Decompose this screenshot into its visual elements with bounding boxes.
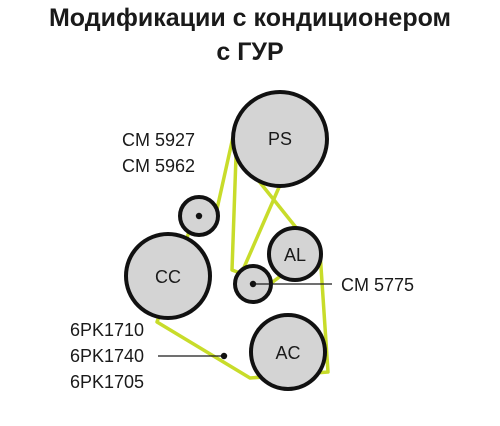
pulley-al: AL bbox=[267, 226, 323, 282]
belt-part-3: 6PK1705 bbox=[70, 372, 144, 392]
pulley-ac-label: AC bbox=[275, 343, 300, 363]
pulley-cc-label: CC bbox=[155, 267, 181, 287]
idler-upper-part-1: CM 5927 bbox=[122, 130, 195, 150]
belt-part-2: 6PK1740 bbox=[70, 346, 144, 366]
drive-belt-ps-al bbox=[256, 178, 300, 232]
pulley-ac: AC bbox=[249, 313, 327, 391]
idler-lower-part: CM 5775 bbox=[341, 275, 414, 295]
belt-part-1: 6PK1710 bbox=[70, 320, 144, 340]
pulley-cc: CC bbox=[124, 232, 212, 320]
belt-leader-dot bbox=[220, 352, 228, 360]
idler-upper-part-2: CM 5962 bbox=[122, 156, 195, 176]
title-line-1: Модификации с кондиционером bbox=[49, 4, 451, 32]
pulley-ps-label: PS bbox=[268, 129, 292, 149]
pulley-idler-upper bbox=[178, 195, 220, 237]
idler-upper-center-dot bbox=[195, 212, 203, 220]
pulley-ps: PS bbox=[231, 90, 329, 188]
title-line-2: с ГУР bbox=[216, 38, 283, 66]
pulley-al-label: AL bbox=[284, 245, 306, 265]
